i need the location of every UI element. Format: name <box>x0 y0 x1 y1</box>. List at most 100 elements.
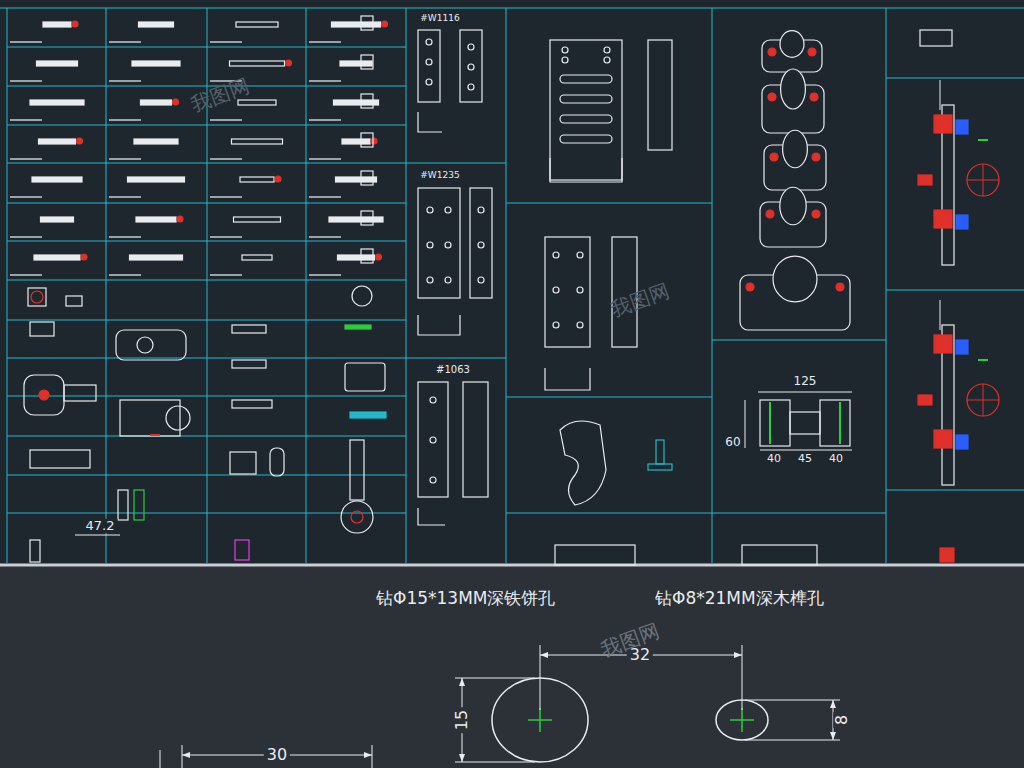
center-mark <box>741 708 743 732</box>
screw-part <box>30 100 84 105</box>
watermark: 我图网 <box>188 74 252 115</box>
red-marker <box>275 176 281 182</box>
grid-line <box>886 290 1024 291</box>
hole <box>445 242 451 248</box>
outline <box>160 750 161 768</box>
tiny-caption-mark <box>10 236 42 238</box>
tiny-caption-mark <box>10 41 42 43</box>
grid-line <box>306 8 307 563</box>
center-mark <box>539 708 541 732</box>
dimension-line <box>758 392 852 393</box>
tiny-caption-mark <box>309 80 341 82</box>
grid-line <box>712 8 713 563</box>
dimension: 45 <box>798 453 812 465</box>
u-bracket <box>550 158 622 182</box>
bracket-part <box>361 94 373 108</box>
plate-part <box>555 545 635 565</box>
grid-line <box>506 513 886 514</box>
part-number: #W1116 <box>420 14 459 24</box>
red-hole <box>808 48 816 56</box>
screw-part <box>134 139 178 144</box>
screw-part <box>132 61 180 66</box>
red-marker <box>382 21 388 27</box>
screw-part <box>338 255 375 260</box>
hinge-cup <box>24 375 64 415</box>
hole <box>426 39 432 45</box>
screw-part <box>32 177 82 182</box>
u-bracket <box>418 315 460 335</box>
tiny-caption-mark <box>109 274 141 276</box>
drill-note: 钻Φ15*13MM深铁饼孔 <box>376 589 555 608</box>
red-block <box>934 335 952 353</box>
dimension: 40 <box>767 453 781 465</box>
hole <box>478 242 484 248</box>
leader-line <box>940 300 941 330</box>
bracket-part <box>361 211 373 225</box>
red-block <box>934 115 952 133</box>
dimension: 47.2 <box>83 519 118 533</box>
grid-line <box>106 8 107 563</box>
hole <box>553 252 559 258</box>
tiny-caption-mark <box>10 119 42 121</box>
hinge-part <box>30 322 54 336</box>
tiny-caption-mark <box>109 41 141 43</box>
hole <box>604 57 610 63</box>
grid-line <box>886 8 887 563</box>
dimension-arrow <box>459 754 465 762</box>
handle-part <box>120 400 180 436</box>
grid-line <box>7 125 406 126</box>
red-marker <box>376 254 382 260</box>
bolt-part <box>350 440 364 500</box>
panel-border <box>0 564 1024 567</box>
hole <box>478 277 484 283</box>
hole <box>426 79 432 85</box>
red-marker <box>39 390 49 400</box>
red-block <box>918 395 932 405</box>
bed-plate <box>550 40 622 180</box>
small-part <box>920 30 952 46</box>
part-number: #W1235 <box>420 171 459 181</box>
side-plate <box>648 40 672 150</box>
tiny-caption-mark <box>210 158 242 160</box>
tiny-caption-mark <box>309 119 341 121</box>
plate-part <box>345 363 385 391</box>
connector-part <box>790 412 820 434</box>
screw-part <box>130 255 183 260</box>
grid-line <box>712 340 886 341</box>
grid-line <box>406 163 506 164</box>
tiny-caption-mark <box>210 274 242 276</box>
dimension-line <box>760 450 852 451</box>
grid-line <box>7 280 406 281</box>
bracket-part <box>361 249 373 263</box>
grid-line <box>7 320 406 321</box>
lock-core <box>137 337 153 353</box>
u-bracket <box>545 368 590 390</box>
plate-part <box>460 30 482 102</box>
bracket-part <box>361 171 373 185</box>
bottom-ground <box>0 565 1024 768</box>
tiny-caption-mark <box>210 196 242 198</box>
blue-block <box>956 215 968 229</box>
screw-part <box>230 61 285 66</box>
tiny-caption-mark <box>109 236 141 238</box>
red-hole <box>812 210 820 218</box>
red-marker <box>173 99 179 105</box>
drill-note: 钻Φ8*21MM深木榫孔 <box>655 589 824 608</box>
hole <box>577 252 583 258</box>
red-marker <box>150 434 160 436</box>
catch-part <box>230 452 256 474</box>
screw-part <box>340 61 372 66</box>
hook-plate <box>560 421 606 505</box>
u-notch <box>773 256 817 302</box>
red-marker <box>177 216 183 222</box>
dimension-line <box>75 535 120 536</box>
nut-part <box>341 501 373 533</box>
u-notch <box>783 130 808 168</box>
grid-line <box>7 513 406 514</box>
grid-line <box>506 203 712 204</box>
plate-part <box>418 382 448 497</box>
rod-part <box>232 400 272 408</box>
plate-part <box>545 237 590 347</box>
hole <box>562 47 568 53</box>
watermark: 我图网 <box>608 279 672 320</box>
